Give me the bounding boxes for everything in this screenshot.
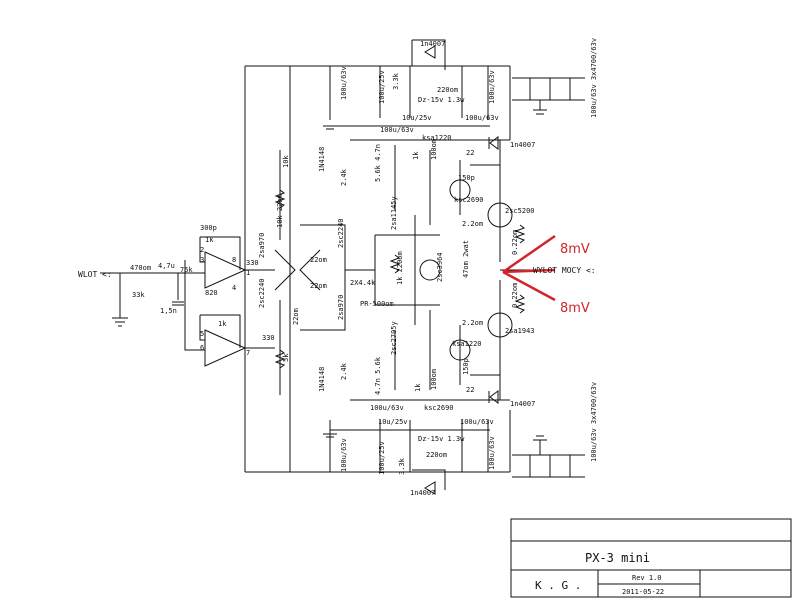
- label-r-2x4k4: 2X4.4k: [350, 279, 376, 287]
- label-r-022-a: 0.22om: [511, 230, 519, 255]
- label-r-1k-d: 1k: [414, 383, 422, 392]
- title-block-date: 2011-05-22: [622, 588, 664, 596]
- label-pin-1: 1: [246, 269, 250, 277]
- label-r-2k4-b: 2.4k: [340, 362, 348, 380]
- label-c-100u63-h: 100u/63v: [488, 436, 496, 470]
- label-c-1n5: 1,5n: [160, 307, 177, 315]
- label-d-1n4007-a: 1n4007: [510, 141, 535, 149]
- label-r-10k-22om: 10k 22om: [276, 194, 284, 228]
- label-r-820: 820: [205, 289, 218, 297]
- label-c-bank-a: 100u/63v 3x4700/63v: [590, 38, 598, 118]
- label-q-2sa1943: 2sa1943: [505, 327, 535, 335]
- label-r-022-b: 0.22om: [511, 283, 519, 308]
- label-r-330-b: 330: [262, 334, 275, 342]
- label-r-1k-b: 1k: [218, 320, 227, 328]
- label-r-22-a: 22: [466, 149, 474, 157]
- label-pin-2: 2: [200, 246, 204, 254]
- label-r-10k: 10k: [282, 155, 290, 168]
- label-pr-500: PR-500om: [360, 300, 394, 308]
- label-c-100u63-c: 100u/63v: [465, 114, 499, 122]
- label-q-2sc2240-b: 2sc2240: [258, 278, 266, 308]
- title-block-author: K . G .: [535, 579, 581, 592]
- label-pin-4: 4: [232, 284, 236, 292]
- label-c-100u63-f: 100u/63v: [370, 404, 404, 412]
- label-dz-a: Dz-15v 1.3w: [418, 96, 465, 104]
- annotation-line-middle: [502, 268, 556, 274]
- label-d-1n4007-c: 1n4007: [420, 40, 445, 48]
- label-c-bank-b: 100u/63v 3x4700/63v: [590, 382, 598, 462]
- label-c-100u63-b: 100u/63v: [340, 438, 348, 472]
- label-r-1k-c: 1k: [412, 151, 420, 160]
- label-r-5k6-a: 5.6k 4.7n: [374, 144, 382, 182]
- label-q-2sc5200: 2sc5200: [505, 207, 535, 215]
- label-q-2sc2240-a: 2sc2240: [337, 218, 345, 248]
- label-c-in: 4,7u: [158, 262, 175, 270]
- title-block-rev: Rev 1.0: [632, 574, 662, 582]
- label-d-1n4148-b: 1N4148: [318, 367, 326, 392]
- label-c-100u25-a: 100u/25v: [378, 70, 386, 104]
- label-r-2r2-a: 2.2om: [462, 220, 483, 228]
- label-r-2k4-a: 2.4k: [340, 168, 348, 186]
- label-r-75k: 75k: [180, 266, 193, 274]
- label-c-100u63-d: 100u/63v: [460, 418, 494, 426]
- label-r-5k6-b: 4.7n 5.6k: [374, 356, 382, 395]
- annotation-line-upper: [502, 234, 556, 274]
- label-r-5k: 5k: [282, 353, 290, 362]
- label-q-2sa970-b: 2sa970: [337, 295, 345, 320]
- label-q-ksa1220-b: ksa1220: [452, 340, 482, 348]
- label-r-100om-a: 100om: [430, 139, 438, 160]
- label-dz-b: Dz-15v 1.3w: [418, 435, 465, 443]
- label-q-ksc2690-a: ksc2690: [454, 196, 484, 204]
- label-c-150p-a: 150p: [458, 174, 475, 182]
- label-r-47om: 47om 2wat: [462, 240, 470, 278]
- label-r-1k-220om: 1k 220om: [396, 251, 404, 285]
- label-r-in: 470om: [130, 264, 151, 272]
- label-r-3k3-b: 3.3k: [398, 457, 406, 475]
- label-r-100om-b: 100om: [430, 369, 438, 390]
- title-block: [510, 518, 792, 598]
- label-q-ksc2690-b: ksc2690: [424, 404, 454, 412]
- label-q-2sa1145y: 2sa1145y: [390, 196, 398, 230]
- label-pin-7: 7: [246, 349, 250, 357]
- label-d-1n4007-b: 1n4007: [510, 400, 535, 408]
- label-c-150p-b: 150p: [462, 358, 470, 375]
- annotation-line-lower: [502, 270, 556, 302]
- component-labels: 470om 4,7u 75k 33k 1,5n 300p 1k 820 1k 3…: [130, 38, 598, 497]
- label-r-22-b: 22: [466, 386, 474, 394]
- label-r-22om-b: 22om: [310, 282, 327, 290]
- label-r-3k3-a: 3.3k: [392, 72, 400, 90]
- label-r-1k-a: 1k: [205, 236, 214, 244]
- label-r-22om-c: 22om: [292, 308, 300, 325]
- label-q-ksa1220-a: ksa1220: [422, 134, 452, 142]
- label-q-2sa970-a: 2sa970: [258, 233, 266, 258]
- label-d-1n4148-a: 1N4148: [318, 147, 326, 172]
- annotation-arrows: [502, 234, 556, 302]
- label-c-100u63-e: 100u/63v: [380, 126, 414, 134]
- label-r-220om-b: 220om: [426, 451, 447, 459]
- label-c-10u25-a: 10u/25v: [402, 114, 432, 122]
- label-pin-5: 5: [200, 330, 204, 338]
- label-r-2r2-b: 2.2om: [462, 319, 483, 327]
- annotation-lower: 8mV: [560, 301, 590, 316]
- label-c-10u25-b: 10u/25v: [378, 418, 408, 426]
- label-d-1n4007-d: 1n4007: [410, 489, 435, 497]
- label-c-100u25-b: 100u/25v: [378, 441, 386, 475]
- label-c-300p: 300p: [200, 224, 217, 232]
- label-c-100u63-a: 100u/63v: [340, 66, 348, 100]
- input-label: WLOT <:: [78, 270, 112, 279]
- label-r-33k: 33k: [132, 291, 145, 299]
- title-block-title: PX-3 mini: [585, 551, 650, 565]
- label-pin-3: 3: [200, 256, 204, 264]
- label-pin-8: 8: [232, 256, 236, 264]
- label-r-22om-a: 22om: [310, 256, 327, 264]
- output-label: WYLOT MOCY <:: [533, 266, 596, 275]
- label-r-330-a: 330: [246, 259, 259, 267]
- label-r-220om-a: 220om: [437, 86, 458, 94]
- label-q-2sc2705y: 2sc2705y: [390, 321, 398, 355]
- label-q-2sc3964: 2sc3964: [436, 252, 444, 282]
- label-pin-6: 6: [200, 344, 204, 352]
- annotation-upper: 8mV: [560, 242, 590, 257]
- label-c-100u63-g: 100u/63v: [488, 70, 496, 104]
